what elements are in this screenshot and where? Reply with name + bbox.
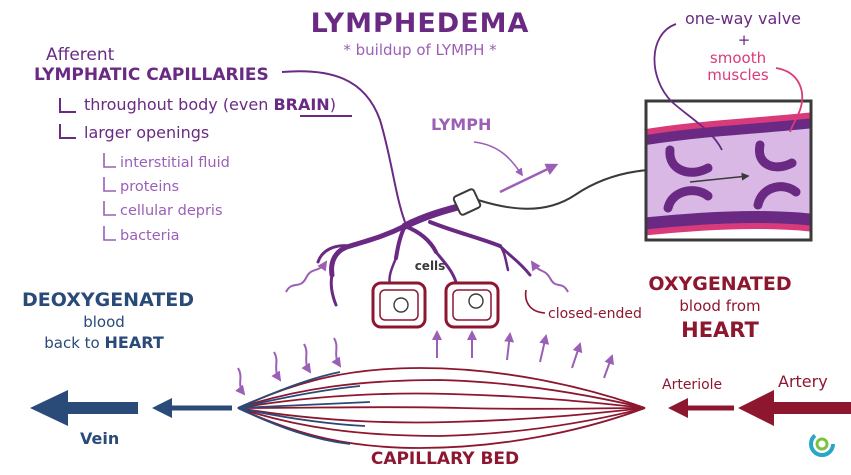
squiggle-arrow — [530, 260, 569, 293]
logo-icon — [809, 431, 835, 457]
venule-arrow — [152, 398, 232, 418]
inset-vessel — [644, 99, 813, 242]
lymph-flow-arrow — [499, 163, 559, 194]
closed-ended-pointer — [524, 289, 546, 314]
afferent-label: Afferent — [46, 45, 115, 65]
tissue-cell — [444, 281, 500, 329]
lymph-label: LYMPH — [431, 115, 491, 134]
vein-label: Vein — [80, 429, 119, 448]
cells-label: cells — [415, 259, 446, 273]
sub-item: proteins — [120, 179, 179, 195]
arteriole-arrow — [668, 398, 734, 418]
valve-box — [452, 188, 482, 216]
smooth-label: smooth — [710, 49, 766, 67]
capillary-bed-label: CAPILLARY BED — [371, 449, 519, 469]
bullet-mark — [59, 124, 76, 139]
blood-from-label: blood from — [679, 297, 760, 315]
oxygenated-label: OXYGENATED — [648, 273, 791, 295]
bullet-mark — [103, 153, 116, 168]
lymph-pointer — [473, 141, 523, 177]
tissue-cell — [371, 281, 427, 329]
page-title: LYMPHEDEMA — [311, 8, 530, 39]
sub-item: bacteria — [120, 228, 180, 244]
sub-item: interstitial fluid — [120, 155, 230, 171]
muscles-label: muscles — [707, 66, 769, 84]
heart-red-label: HEART — [681, 318, 759, 342]
valve-label: one-way valve — [685, 9, 801, 28]
artery-label: Artery — [778, 372, 828, 391]
vein-arrow — [30, 390, 138, 426]
plus-sign: + — [738, 31, 751, 49]
capillary-bed — [237, 367, 646, 449]
list-item-throughout: throughout body (even BRAIN) — [84, 95, 336, 114]
squiggle-arrow — [285, 260, 328, 293]
pointer-line — [281, 70, 406, 223]
blood-label: blood — [83, 313, 125, 331]
bullet-mark — [103, 226, 116, 241]
valve-pointer — [653, 23, 723, 151]
arteriole-label: Arteriole — [662, 377, 722, 393]
bullet-mark — [59, 98, 76, 113]
list-item-larger-openings: larger openings — [84, 123, 209, 142]
bullet-mark — [103, 177, 116, 192]
muscle-pointer — [775, 67, 804, 133]
callout-line — [477, 169, 649, 210]
page-subtitle: * buildup of LYMPH * — [343, 41, 497, 59]
lymphatic-capillaries-heading: LYMPHATIC CAPILLARIES — [34, 65, 269, 85]
closed-ended-label: closed-ended — [548, 306, 642, 322]
bullet-mark — [103, 201, 116, 216]
deoxygenated-label: DEOXYGENATED — [22, 289, 194, 311]
sub-item: cellular depris — [120, 203, 223, 219]
upward-flow-arrows — [432, 330, 614, 379]
downward-flow-arrows — [235, 337, 342, 396]
artery-arrow — [738, 390, 851, 426]
back-to-heart-label: back to HEART — [44, 333, 164, 352]
